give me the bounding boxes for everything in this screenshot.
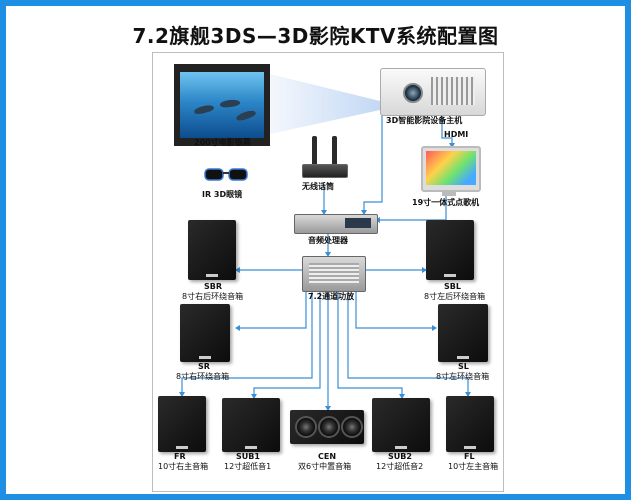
processor-label: 音频处理器 — [308, 236, 348, 245]
sbr-name: 8寸右后环绕音箱 — [182, 292, 244, 301]
speaker-sbl — [426, 220, 474, 280]
vent-grille — [431, 77, 475, 105]
speaker-sl — [438, 304, 488, 362]
speaker-cen — [290, 410, 364, 444]
speaker-sr — [180, 304, 230, 362]
fl-name: 10寸左主音箱 — [448, 462, 499, 471]
glasses-icon — [204, 168, 248, 181]
fr-name: 10寸右主音箱 — [158, 462, 209, 471]
hdmi-label: HDMI — [444, 130, 469, 139]
kiosk-monitor — [421, 146, 481, 192]
speaker-fr — [158, 396, 206, 452]
sbl-code: SBL — [444, 282, 461, 291]
page-title: 7.2旗舰3DS—3D影院KTV系统配置图 — [132, 24, 499, 48]
sub1-name: 12寸超低音1 — [224, 462, 272, 471]
mic-icon — [332, 136, 337, 166]
cen-code: CEN — [318, 452, 337, 461]
sbr-code: SBR — [204, 282, 223, 291]
kiosk-screen — [426, 151, 476, 185]
processor-display — [345, 218, 371, 228]
amp-label: 7.2通道功放 — [308, 292, 355, 301]
amplifier — [302, 256, 366, 292]
glasses-label: IR 3D眼镜 — [202, 190, 243, 199]
mic-receiver — [302, 164, 348, 178]
amp-face — [309, 263, 359, 285]
sub2-code: SUB2 — [388, 452, 412, 461]
sl-name: 8寸左环绕音箱 — [436, 372, 490, 381]
screen-label: 200寸电影银幕 — [194, 138, 251, 147]
fr-code: FR — [174, 452, 186, 461]
diagram-frame: 7.2旗舰3DS—3D影院KTV系统配置图 — [6, 6, 625, 494]
speaker-fl — [446, 396, 494, 452]
speaker-sub2 — [372, 398, 430, 452]
sr-name: 8寸右环绕音箱 — [176, 372, 230, 381]
sr-code: SR — [198, 362, 210, 371]
audio-processor — [294, 214, 378, 234]
sub1-code: SUB1 — [236, 452, 260, 461]
kiosk-stand — [442, 190, 456, 196]
speaker-sub1 — [222, 398, 280, 452]
lens-icon — [403, 83, 423, 103]
fl-code: FL — [464, 452, 475, 461]
speaker-sbr — [188, 220, 236, 280]
projector-unit — [380, 68, 486, 116]
kiosk-label: 19寸一体式点歌机 — [412, 198, 480, 207]
cen-name: 双6寸中置音箱 — [298, 462, 352, 471]
mic-label: 无线话筒 — [302, 182, 334, 191]
projector-label: 3D智能影院设备主机 — [386, 116, 463, 125]
sbl-name: 8寸左后环绕音箱 — [424, 292, 486, 301]
sl-code: SL — [458, 362, 469, 371]
mic-icon — [312, 136, 317, 166]
screen-image — [180, 72, 264, 138]
sub2-name: 12寸超低音2 — [376, 462, 424, 471]
